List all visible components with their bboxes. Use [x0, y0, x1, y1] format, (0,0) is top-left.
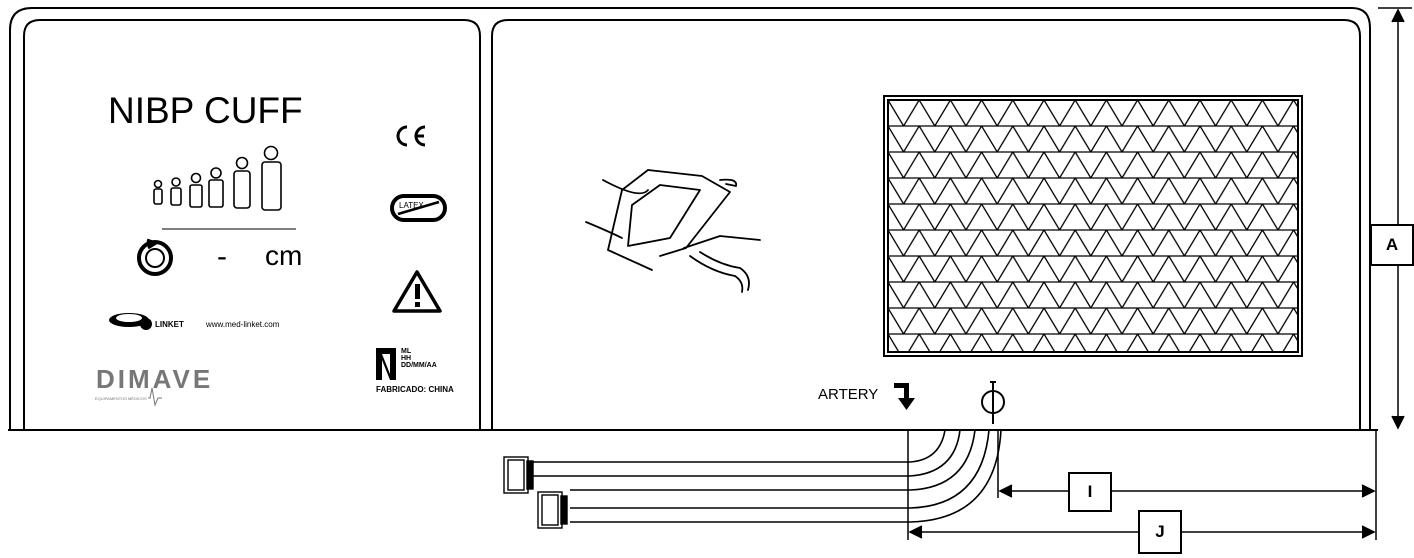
size-unit: cm — [265, 240, 303, 271]
velcro-area — [887, 99, 1299, 353]
family-icon — [153, 145, 282, 211]
dimension-i — [997, 430, 1377, 540]
manufacturer-lot-info: ML HH DD/MM/AA — [401, 348, 437, 369]
ml-line: ML — [401, 348, 412, 355]
size-range-dash: - — [217, 240, 227, 273]
hose-connector-bottom — [537, 491, 568, 529]
linket-logo — [109, 313, 152, 330]
latex-text: LATEX — [399, 201, 424, 210]
website-url: www.med-linket.com — [206, 320, 280, 329]
date-line: DD/MM/AA — [401, 362, 437, 369]
label-panel — [23, 19, 481, 430]
artery-index-icon — [981, 381, 1005, 424]
dimension-a-label: A — [1370, 224, 1414, 266]
manufacturer-icon — [376, 348, 396, 380]
arrow-down-icon — [894, 383, 915, 410]
dimave-logo: DIMAVE — [96, 364, 214, 394]
product-title: NIBP CUFF — [108, 90, 303, 131]
circumference-icon — [137, 238, 173, 276]
hose-tubes — [532, 429, 1002, 523]
ce-mark-icon — [396, 125, 426, 147]
warning-icon — [392, 270, 442, 313]
dimave-subtitle: EQUIPAMENTOS MÉDICOS — [95, 396, 147, 401]
dimension-i-label: I — [1068, 472, 1112, 512]
dimension-j-label: J — [1138, 510, 1182, 554]
cuff-outline — [9, 7, 1371, 430]
hose-connector-top — [503, 456, 534, 494]
dimave-pulse — [148, 387, 162, 407]
cuff-on-arm-icon — [585, 169, 761, 293]
latex-free-icon — [390, 194, 447, 222]
dimension-a — [1378, 7, 1412, 430]
artery-label: ARTERY — [818, 386, 879, 403]
fabricado-text: FABRICADO: CHINA — [376, 385, 454, 394]
hh-line: HH — [401, 355, 412, 362]
cuff-panel — [491, 19, 1361, 430]
linket-brand: LINKET — [155, 320, 184, 329]
